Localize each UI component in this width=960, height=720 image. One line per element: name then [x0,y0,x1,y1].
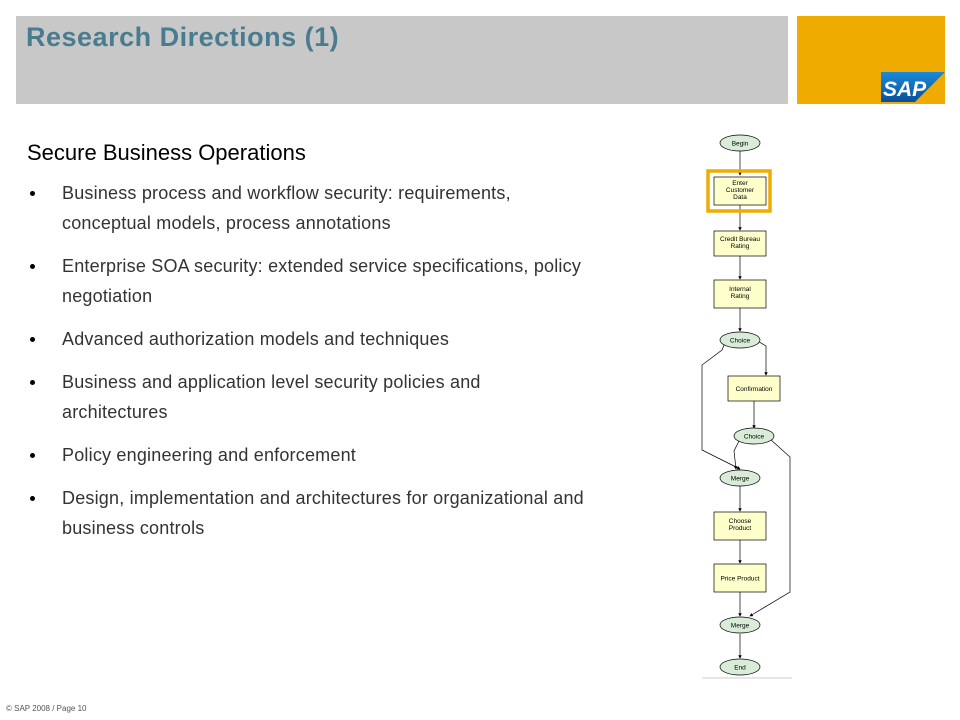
svg-text:Merge: Merge [731,476,750,483]
task-credit-bureau-rating: Credit Bureau Rating [713,230,767,257]
bullet-text: Design, implementation and architectures… [62,488,584,538]
svg-text:Begin: Begin [732,141,749,148]
sap-logo: SAP [881,72,945,102]
bullet-item: Business and application level security … [27,367,587,427]
choice-gateway-1: Choice [719,331,761,349]
bullet-text: Business process and workflow security: … [62,183,511,233]
bullet-dot-icon [30,337,35,342]
footer-copyright: © SAP 2008 / Page 10 [6,704,87,713]
task-enter-customer-data: Enter Customer Data [713,176,767,206]
bullet-list: Business process and workflow security: … [27,178,587,556]
svg-text:Choice: Choice [744,434,765,441]
bullet-dot-icon [30,453,35,458]
svg-text:Internal: Internal [729,286,751,293]
end-event: End [719,658,761,676]
task-confirmation: Confirmation [727,375,781,402]
choice-gateway-2: Choice [733,427,775,445]
svg-text:Choose: Choose [729,518,752,525]
highlight-frame [706,169,772,213]
svg-text:Product: Product [729,525,752,532]
svg-text:Rating: Rating [731,293,750,300]
slide-title: Research Directions (1) [26,22,340,52]
svg-text:Price Product: Price Product [720,576,759,583]
bullet-dot-icon [30,380,35,385]
bullet-dot-icon [30,191,35,196]
bullet-item: Policy engineering and enforcement [27,440,587,470]
svg-text:Data: Data [733,194,747,201]
bullet-text: Advanced authorization models and techni… [62,329,450,349]
bullet-dot-icon [30,264,35,269]
svg-text:Choice: Choice [730,338,751,345]
task-internal-rating: Internal Rating [713,279,767,309]
svg-text:Customer: Customer [726,187,755,194]
svg-text:Merge: Merge [731,623,750,630]
begin-event: Begin [719,134,761,152]
svg-text:End: End [734,665,746,672]
bullet-text: Enterprise SOA security: extended servic… [62,256,582,306]
bullet-text: Policy engineering and enforcement [62,445,356,465]
svg-text:Rating: Rating [731,243,750,250]
svg-text:Credit Bureau: Credit Bureau [720,236,760,243]
task-price-product: Price Product [713,563,767,593]
title-bar: Research Directions (1) [16,16,788,104]
bullet-item: Advanced authorization models and techni… [27,324,587,354]
svg-text:Enter: Enter [732,180,748,187]
sap-logo-text: SAP [883,78,927,101]
svg-text:Confirmation: Confirmation [736,386,773,393]
merge-gateway-2: Merge [719,616,761,634]
bullet-item: Design, implementation and architectures… [27,483,587,543]
logo-panel: SAP [797,16,945,104]
task-choose-product: Choose Product [713,511,767,541]
bullet-item: Enterprise SOA security: extended servic… [27,251,587,311]
merge-gateway-1: Merge [719,469,761,487]
bullet-text: Business and application level security … [62,372,481,422]
bullet-item: Business process and workflow security: … [27,178,587,238]
workflow-diagram: Begin Enter Customer Data Credit Bureau … [701,134,792,679]
section-subtitle: Secure Business Operations [27,140,306,165]
bullet-dot-icon [30,496,35,501]
